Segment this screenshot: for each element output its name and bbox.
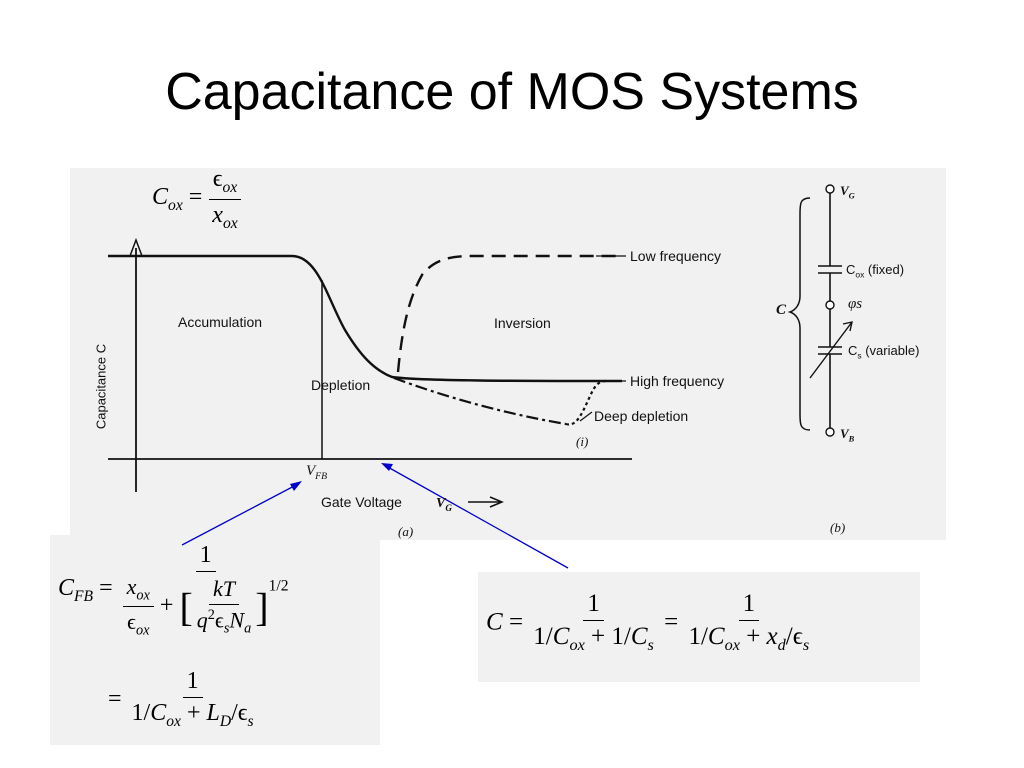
cv-curve-low-frequency — [396, 254, 622, 373]
high-frequency-label: High frequency — [630, 373, 725, 389]
scan-region-cfb — [50, 535, 380, 745]
cv-curve-deep-depletion — [393, 376, 567, 426]
vg-terminal-label: VG — [840, 183, 855, 201]
vg-terminal — [825, 184, 835, 194]
cs-label: Cs (variable) — [848, 343, 920, 361]
vg-direction-arrowhead — [489, 496, 504, 508]
region-accumulation-label: Accumulation — [178, 314, 263, 330]
caption-a: (a) — [398, 524, 414, 539]
x-axis-label: Gate Voltage — [321, 494, 402, 510]
c-brace-label: C — [776, 302, 787, 318]
scan-region-c — [478, 572, 920, 682]
phis-node — [825, 300, 835, 310]
phis-label: φs — [848, 296, 863, 312]
slide-title: Capacitance of MOS Systems — [165, 63, 859, 121]
vb-terminal — [825, 427, 835, 437]
curve-marker-i: (i) — [576, 434, 589, 449]
y-axis-label: Capacitance C — [93, 343, 109, 430]
blue-arrowhead-vfb — [290, 481, 302, 491]
leader-deep-depletion — [579, 411, 593, 422]
deep-depletion-label: Deep depletion — [594, 408, 689, 424]
region-inversion-label: Inversion — [494, 315, 551, 331]
caption-b: (b) — [830, 520, 846, 535]
vb-terminal-label: VB — [840, 426, 855, 444]
cv-curve-main — [108, 254, 623, 383]
c-brace — [787, 197, 811, 431]
vfb-label: VFB — [306, 463, 328, 482]
cox-label: Cox (fixed) — [846, 262, 905, 280]
cs-variable-arrow — [809, 321, 853, 379]
y-axis-arrowhead — [129, 237, 143, 257]
blue-arrow-to-vfb — [181, 483, 299, 546]
low-frequency-label: Low frequency — [630, 248, 722, 264]
cv-curve-recovery — [565, 379, 607, 426]
x-axis-symbol: VG — [436, 496, 452, 513]
blue-arrowhead-curve — [381, 463, 393, 471]
blue-arrow-to-curve — [385, 465, 569, 569]
region-depletion-label: Depletion — [311, 377, 371, 393]
cs-variable-arrowhead — [842, 321, 853, 332]
